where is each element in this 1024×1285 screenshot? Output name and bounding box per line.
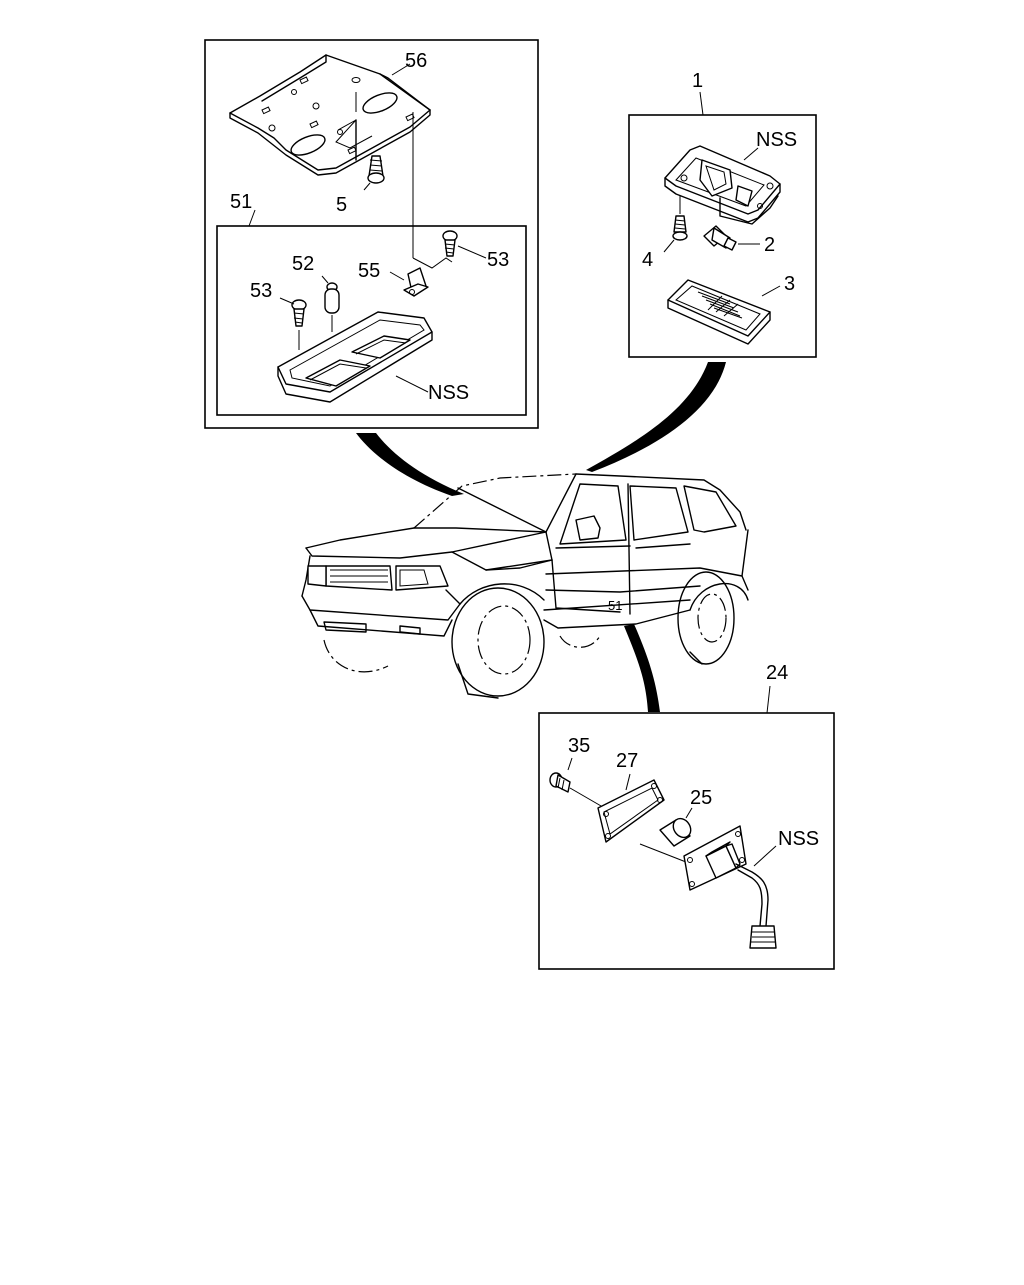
arrow-to-map (586, 362, 726, 472)
dome-lamp-inner-box (216, 225, 527, 416)
screw-5 (335, 92, 385, 191)
callout-55: 55 (358, 260, 380, 282)
gasket-27 (597, 773, 665, 843)
callout-53-right: 53 (487, 249, 509, 271)
callout-nss-step: NSS (778, 828, 819, 850)
lens-3 (667, 279, 771, 345)
callout-4: 4 (642, 249, 653, 271)
dome-lamp-housing (277, 311, 433, 403)
step-lamp-base (683, 825, 777, 949)
pointer-arrows (356, 362, 726, 712)
callout-35: 35 (568, 735, 590, 757)
dome-light-outer-box (204, 39, 539, 429)
screw-4 (663, 196, 688, 253)
arrow-to-step (624, 624, 660, 712)
screw-53-left (279, 297, 307, 350)
callout-56: 56 (405, 50, 427, 72)
callout-25: 25 (690, 787, 712, 809)
callout-nss-dome: NSS (428, 382, 469, 404)
dome-light-panel: 56 5 51 NSS (204, 39, 539, 429)
callout-51: 51 (230, 191, 252, 213)
screw-53-right (442, 230, 487, 259)
callout-3: 3 (784, 273, 795, 295)
callout-nss-map: NSS (756, 129, 797, 151)
vehicle-illustration: 51 (301, 473, 749, 699)
bulb-2 (703, 225, 760, 251)
screw-35 (549, 757, 609, 811)
map-lamp-base (664, 145, 781, 225)
callout-52: 52 (292, 253, 314, 275)
bulb-52 (321, 275, 340, 332)
arrow-to-dome (356, 433, 464, 496)
step-light-box (538, 712, 835, 970)
callout-27: 27 (616, 750, 638, 772)
bulb-25 (639, 807, 693, 863)
callout-2: 2 (764, 234, 775, 256)
callout-53-left: 53 (250, 280, 272, 302)
map-light-panel: 1 NSS 4 (628, 70, 817, 358)
callout-5: 5 (336, 194, 347, 216)
roof-bracket-56 (229, 54, 431, 176)
map-light-box (628, 114, 817, 358)
callout-1: 1 (692, 70, 703, 92)
step-light-panel: 24 35 27 25 (538, 662, 835, 970)
clip-55 (389, 257, 453, 297)
callout-24: 24 (766, 662, 788, 684)
callout-51-vehicle: 51 (608, 598, 622, 613)
